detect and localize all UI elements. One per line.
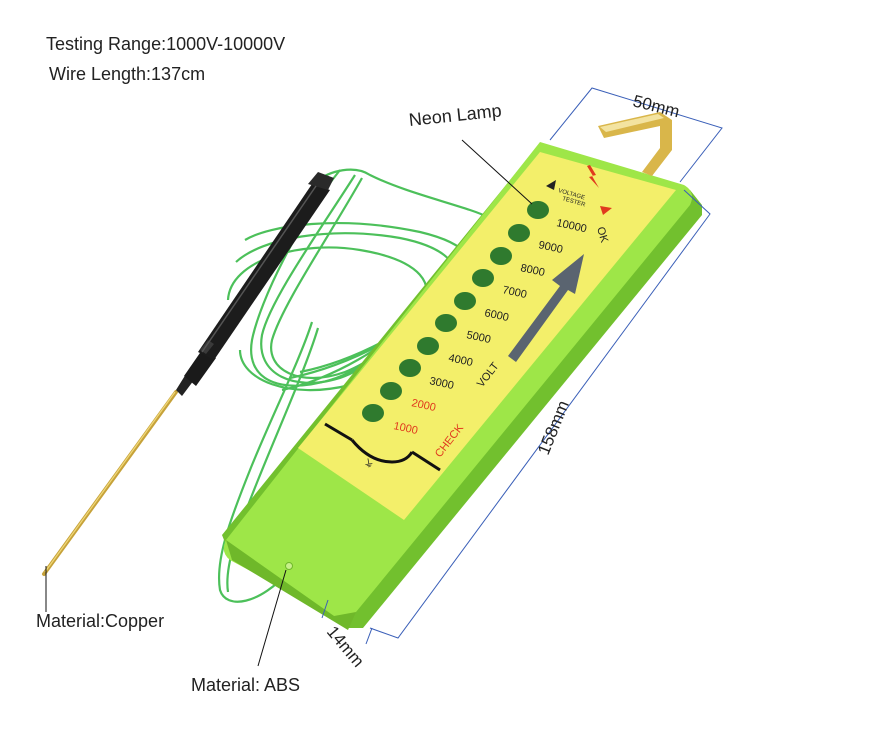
neon-lamp [454,292,476,310]
neon-lamp [435,314,457,332]
abs-material-callout: Material: ABS [191,675,301,695]
testing-range-spec: Testing Range:1000V-10000V [46,34,286,54]
voltage-label-red: 1000 [392,420,418,437]
left-arrow-icon [546,180,556,190]
lightning-icon [587,165,599,188]
ground-icon: ⏚ [362,456,375,471]
up-arrow-icon [508,254,584,362]
voltage-label: 9000 [537,239,563,256]
voltage-label: 6000 [483,307,509,324]
label-panel [298,152,676,520]
neon-lamp [472,269,494,287]
neon-lamp [527,201,549,219]
neon-lamp [490,247,512,265]
voltage-label: 3000 [428,375,454,392]
callout-lines [45,139,533,667]
neon-lamp [362,404,384,422]
abs-marker-dot [285,562,293,570]
voltage-label: 5000 [465,329,491,346]
copper-probe [42,172,334,576]
neon-lamp-row [362,201,549,422]
copper-material-callout: Material:Copper [36,611,165,631]
ok-label: OK [594,226,610,245]
wire-length-spec: Wire Length:137cm [49,64,206,84]
voltage-labels: 10000 9000 8000 7000 6000 5000 4000 3000… [392,217,587,437]
dimension-thickness: 14mm [323,622,368,670]
metal-clip [598,112,672,176]
ground-bracket [324,422,441,472]
neon-lamp [508,224,530,242]
right-arrow-icon [600,206,612,215]
neon-lamp [417,337,439,355]
voltage-label: 4000 [447,352,473,369]
voltage-label: 7000 [501,284,527,301]
neon-lamp [380,382,402,400]
voltage-label-red: 2000 [410,397,436,414]
dimension-lines [321,87,723,645]
neon-lamp [399,359,421,377]
voltage-label: 8000 [519,262,545,279]
